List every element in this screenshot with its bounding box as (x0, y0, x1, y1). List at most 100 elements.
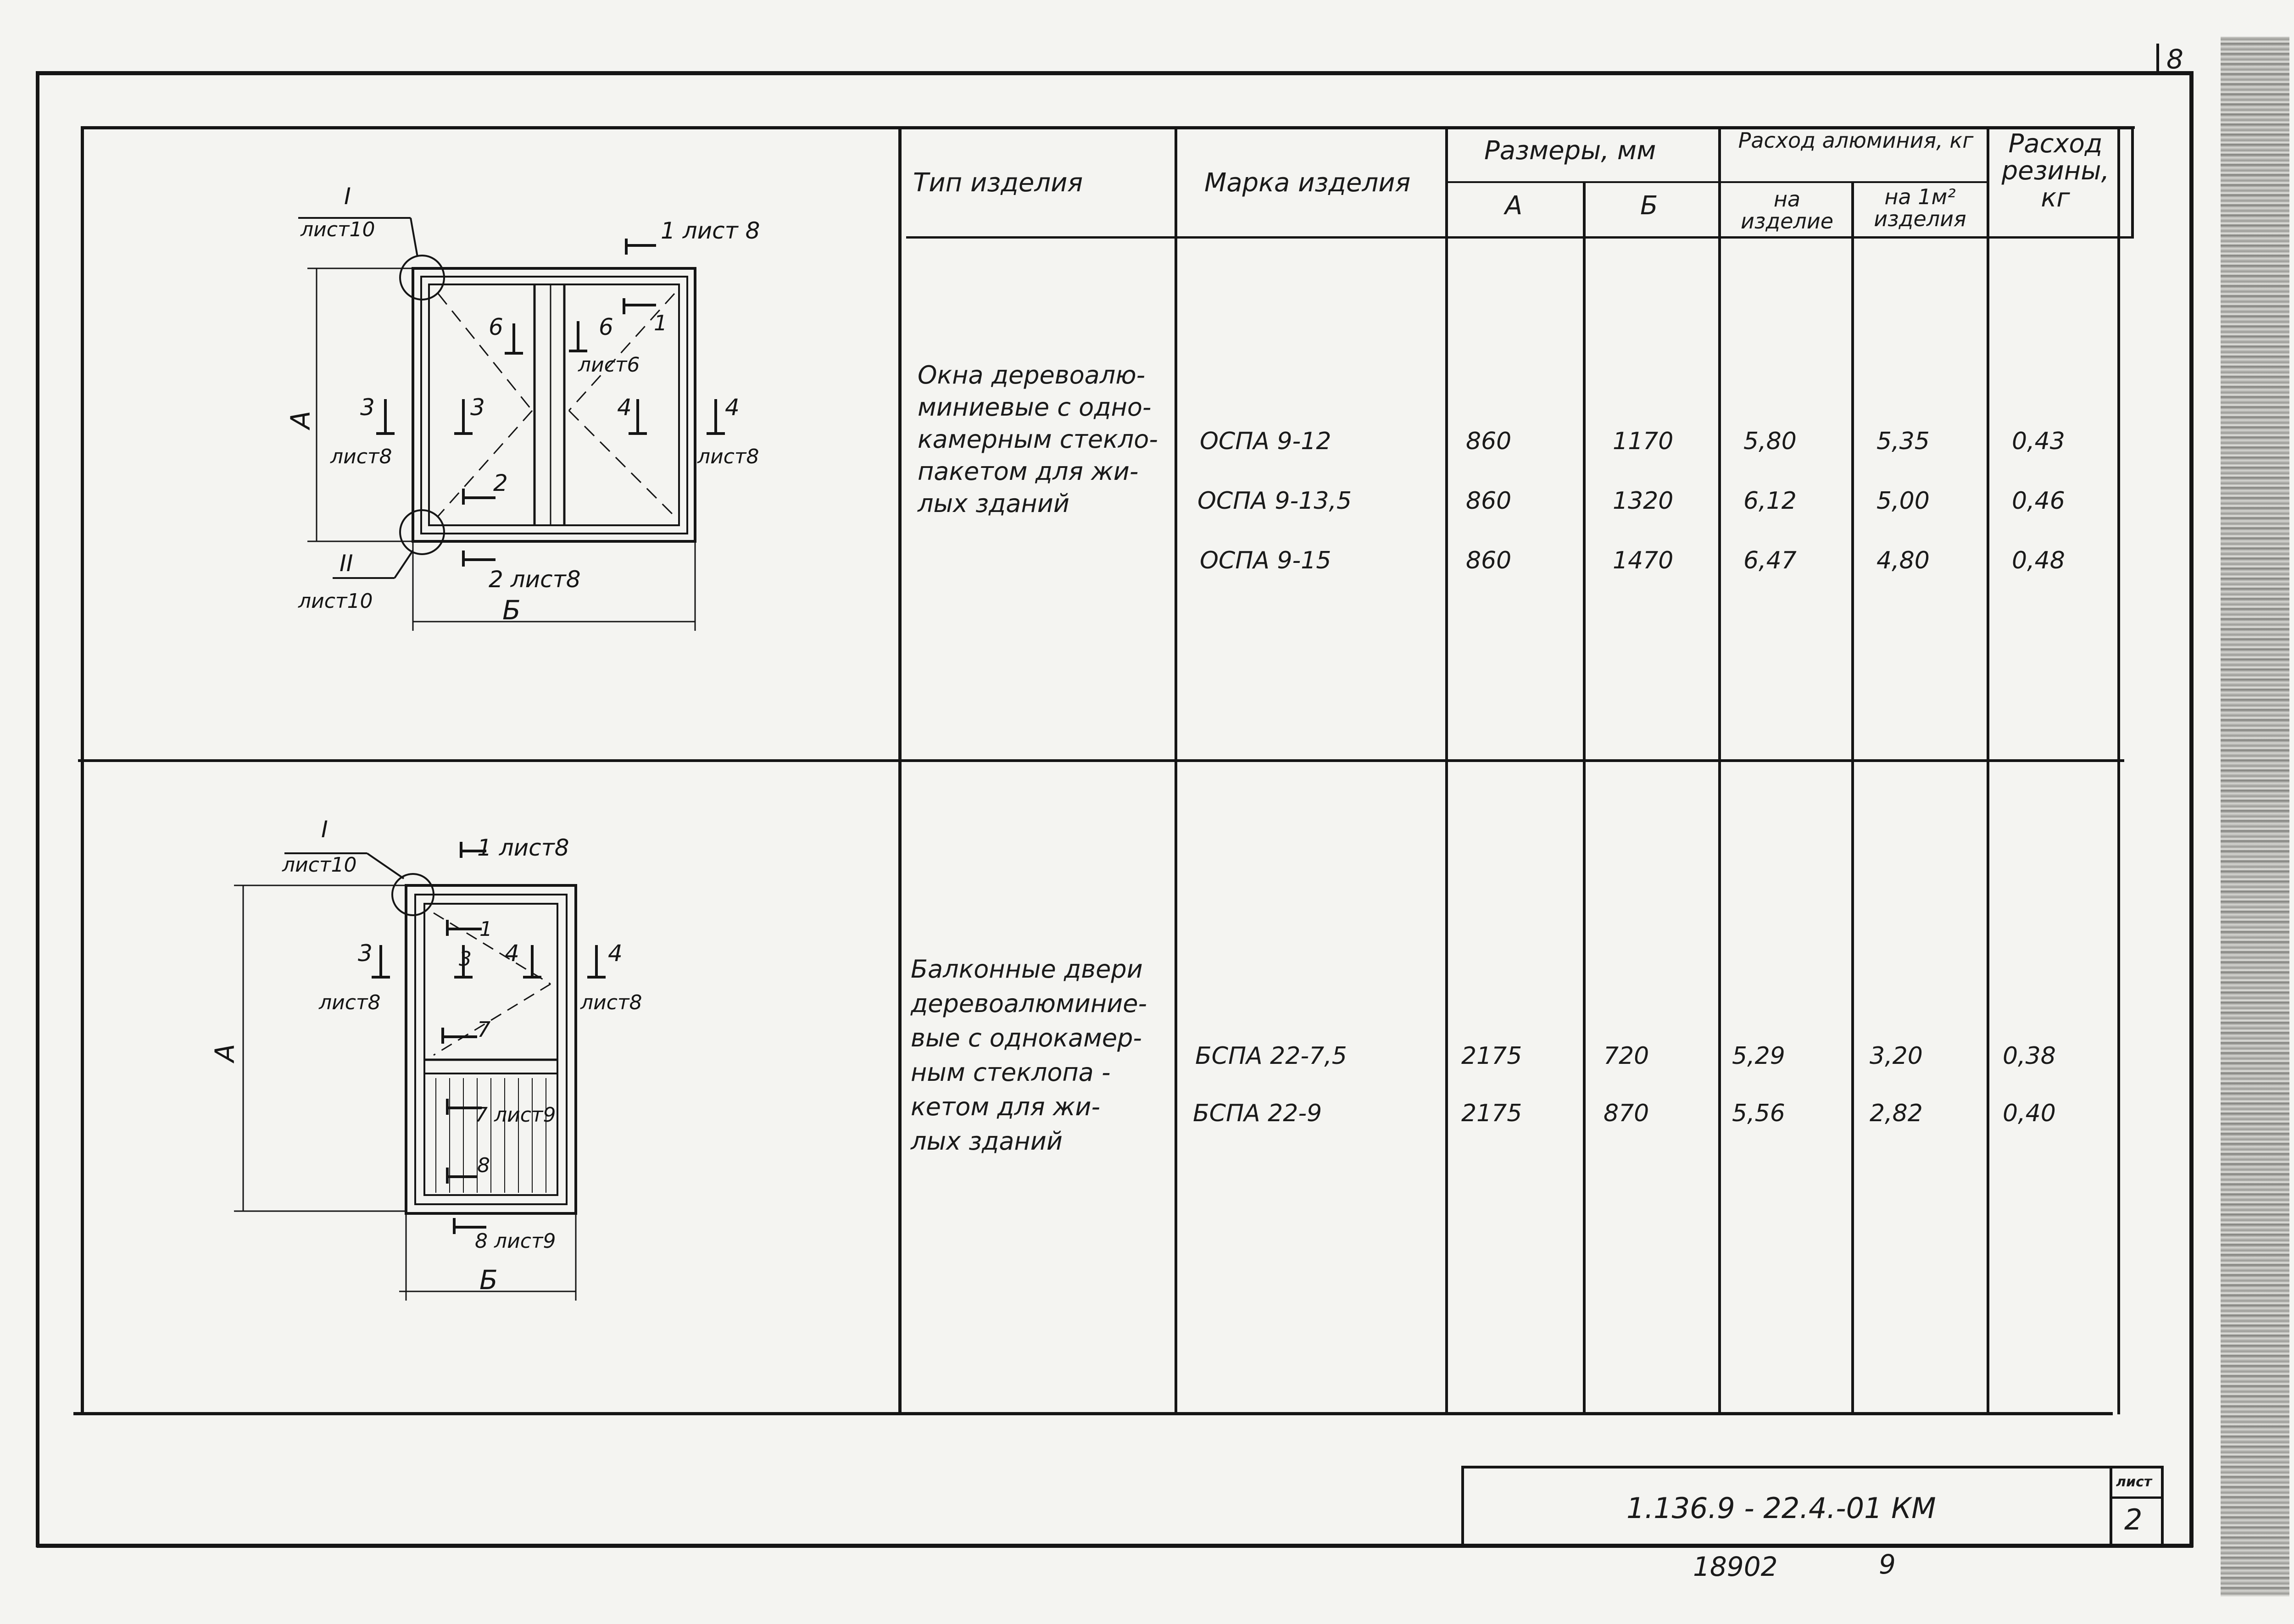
header-type: Тип изделия (913, 168, 1083, 198)
mark: ОСПА 9-12 (1200, 428, 1331, 455)
frame-bottom (37, 1544, 2193, 1548)
door-sec8-bottom: 8 лист9 (475, 1229, 556, 1253)
mark: БСПА 22-9 (1193, 1100, 1322, 1127)
door-callout-circle (391, 873, 434, 916)
header-alu-per-m2: на 1м² изделия (1874, 184, 1966, 232)
door-sec4-outer: 4 (608, 940, 623, 967)
window-sec4-outer-sheet: лист8 (697, 445, 759, 468)
title-block-sheet-left (2110, 1466, 2112, 1546)
table-mid-horizontal (78, 759, 2124, 762)
group1-type-line: пакетом для жи- (918, 457, 1139, 486)
header-alu-per-item: на изделие (1740, 187, 1834, 234)
door-sec1-top: 1 лист8 (477, 834, 569, 861)
frame-right (2189, 71, 2194, 1547)
alu-per-item: 5,56 (1732, 1100, 1785, 1127)
corner-box-left (2156, 44, 2159, 75)
door-sec3-outer: 3 (358, 940, 373, 967)
alu-per-m2: 2,82 (1870, 1100, 1923, 1127)
window-sec6-left: 6 (489, 314, 503, 340)
door-callout-1-sheet: лист10 (282, 853, 357, 877)
col-rubber-top (2117, 126, 2135, 129)
door-sec1-inner: 1 (479, 918, 492, 941)
title-block-left (1461, 1466, 1464, 1546)
footer-inventory: 18902 (1693, 1551, 1778, 1582)
col-rubber-right (2131, 126, 2134, 239)
mark: ОСПА 9-13,5 (1197, 487, 1352, 515)
door-sec7-lower: 7 лист9 (475, 1103, 556, 1127)
door-sec8-inner: 8 (477, 1154, 490, 1177)
frame-left (36, 71, 39, 1547)
rubber: 0,40 (2003, 1100, 2056, 1127)
rubber: 0,38 (2003, 1042, 2056, 1070)
table-top (83, 126, 2133, 129)
alu-per-item: 6,12 (1743, 487, 1797, 515)
col-line-7 (1987, 126, 1989, 1414)
title-block-sheet-split (2110, 1496, 2163, 1499)
door-outer-frame (405, 884, 577, 1215)
window-sec3-outer: 3 (360, 394, 375, 421)
size-a: 860 (1466, 547, 1512, 574)
window-callout-2: II (340, 550, 353, 577)
header-mark: Марка изделия (1204, 168, 1411, 198)
window-drawing: I лист10 1 лист 8 1 6 6 лист6 3 лист8 3 … (285, 183, 760, 631)
alu-per-item: 6,47 (1743, 547, 1797, 574)
window-sec2-inner: 2 (493, 470, 508, 496)
group1-type-line: миниевые с одно- (918, 393, 1152, 422)
door-sec4-outer-sheet: лист8 (580, 991, 642, 1014)
frame-top (37, 71, 2193, 75)
callout-circle-2 (399, 509, 445, 555)
col-line-6 (1851, 181, 1854, 1414)
mark: ОСПА 9-15 (1200, 547, 1331, 574)
window-sec4-inner: 4 (617, 394, 632, 421)
header-aluminium: Расход алюминия, кг (1738, 128, 1974, 153)
window-callout-1-sheet: лист10 (300, 218, 375, 241)
group2-type-line: ным стеклопа - (911, 1058, 1111, 1087)
footer-page: 9 (1879, 1549, 1896, 1580)
group2-type-line: лых зданий (911, 1127, 1063, 1156)
table-left (81, 126, 84, 1415)
size-b: 720 (1604, 1042, 1649, 1070)
window-sec4-outer: 4 (725, 394, 740, 421)
door-callout-1: I (321, 816, 328, 843)
size-a: 860 (1466, 428, 1512, 455)
scan-edge-strip (2221, 37, 2289, 1596)
size-a: 2175 (1461, 1100, 1522, 1127)
col-line-1 (898, 126, 902, 1414)
col-line-3 (1445, 126, 1448, 1414)
alu-per-m2: 4,80 (1876, 547, 1930, 574)
callout-circle-1 (399, 255, 445, 300)
size-a: 2175 (1461, 1042, 1522, 1070)
size-b: 1320 (1613, 487, 1674, 515)
window-callout-2-sheet: лист10 (298, 590, 373, 613)
header-size-a: А (1505, 191, 1523, 221)
size-a: 860 (1466, 487, 1512, 515)
window-sec1-top: 1 лист 8 (661, 217, 760, 244)
title-block-top (1461, 1466, 2163, 1468)
window-sec6-sheet: лист6 (578, 353, 640, 377)
col-line-5 (1718, 126, 1721, 1414)
window-sec3-inner: 3 (470, 394, 485, 421)
table-bottom (73, 1412, 2113, 1415)
corner-number: 8 (2166, 44, 2183, 75)
window-dim-a: А (285, 411, 316, 431)
door-sec7: 7 (477, 1017, 490, 1042)
window-outer-frame (412, 267, 696, 543)
header-bottom (906, 236, 2133, 239)
title-block-code: 1.136.9 - 22.4.-01 КМ (1626, 1491, 1936, 1525)
group1-type-line: лых зданий (918, 489, 1069, 518)
window-sec3-outer-sheet: лист8 (330, 445, 392, 468)
window-sec2-bottom: 2 лист8 (489, 566, 581, 593)
alu-per-m2: 3,20 (1870, 1042, 1923, 1070)
col-line-4 (1583, 181, 1586, 1414)
header-size-b: Б (1640, 191, 1658, 221)
rubber: 0,43 (2012, 428, 2065, 455)
header-sizes: Размеры, мм (1484, 136, 1656, 166)
title-block-sheet-label: лист (2116, 1474, 2152, 1490)
window-dim-b: Б (502, 595, 521, 626)
title-block-sheet-number: 2 (2124, 1503, 2143, 1536)
door-dim-b: Б (479, 1264, 498, 1296)
door-dim-a: А (209, 1044, 240, 1064)
size-b: 870 (1604, 1100, 1649, 1127)
header-rubber: Расход резины, кг (2001, 129, 2110, 213)
alu-per-item: 5,29 (1732, 1042, 1785, 1070)
